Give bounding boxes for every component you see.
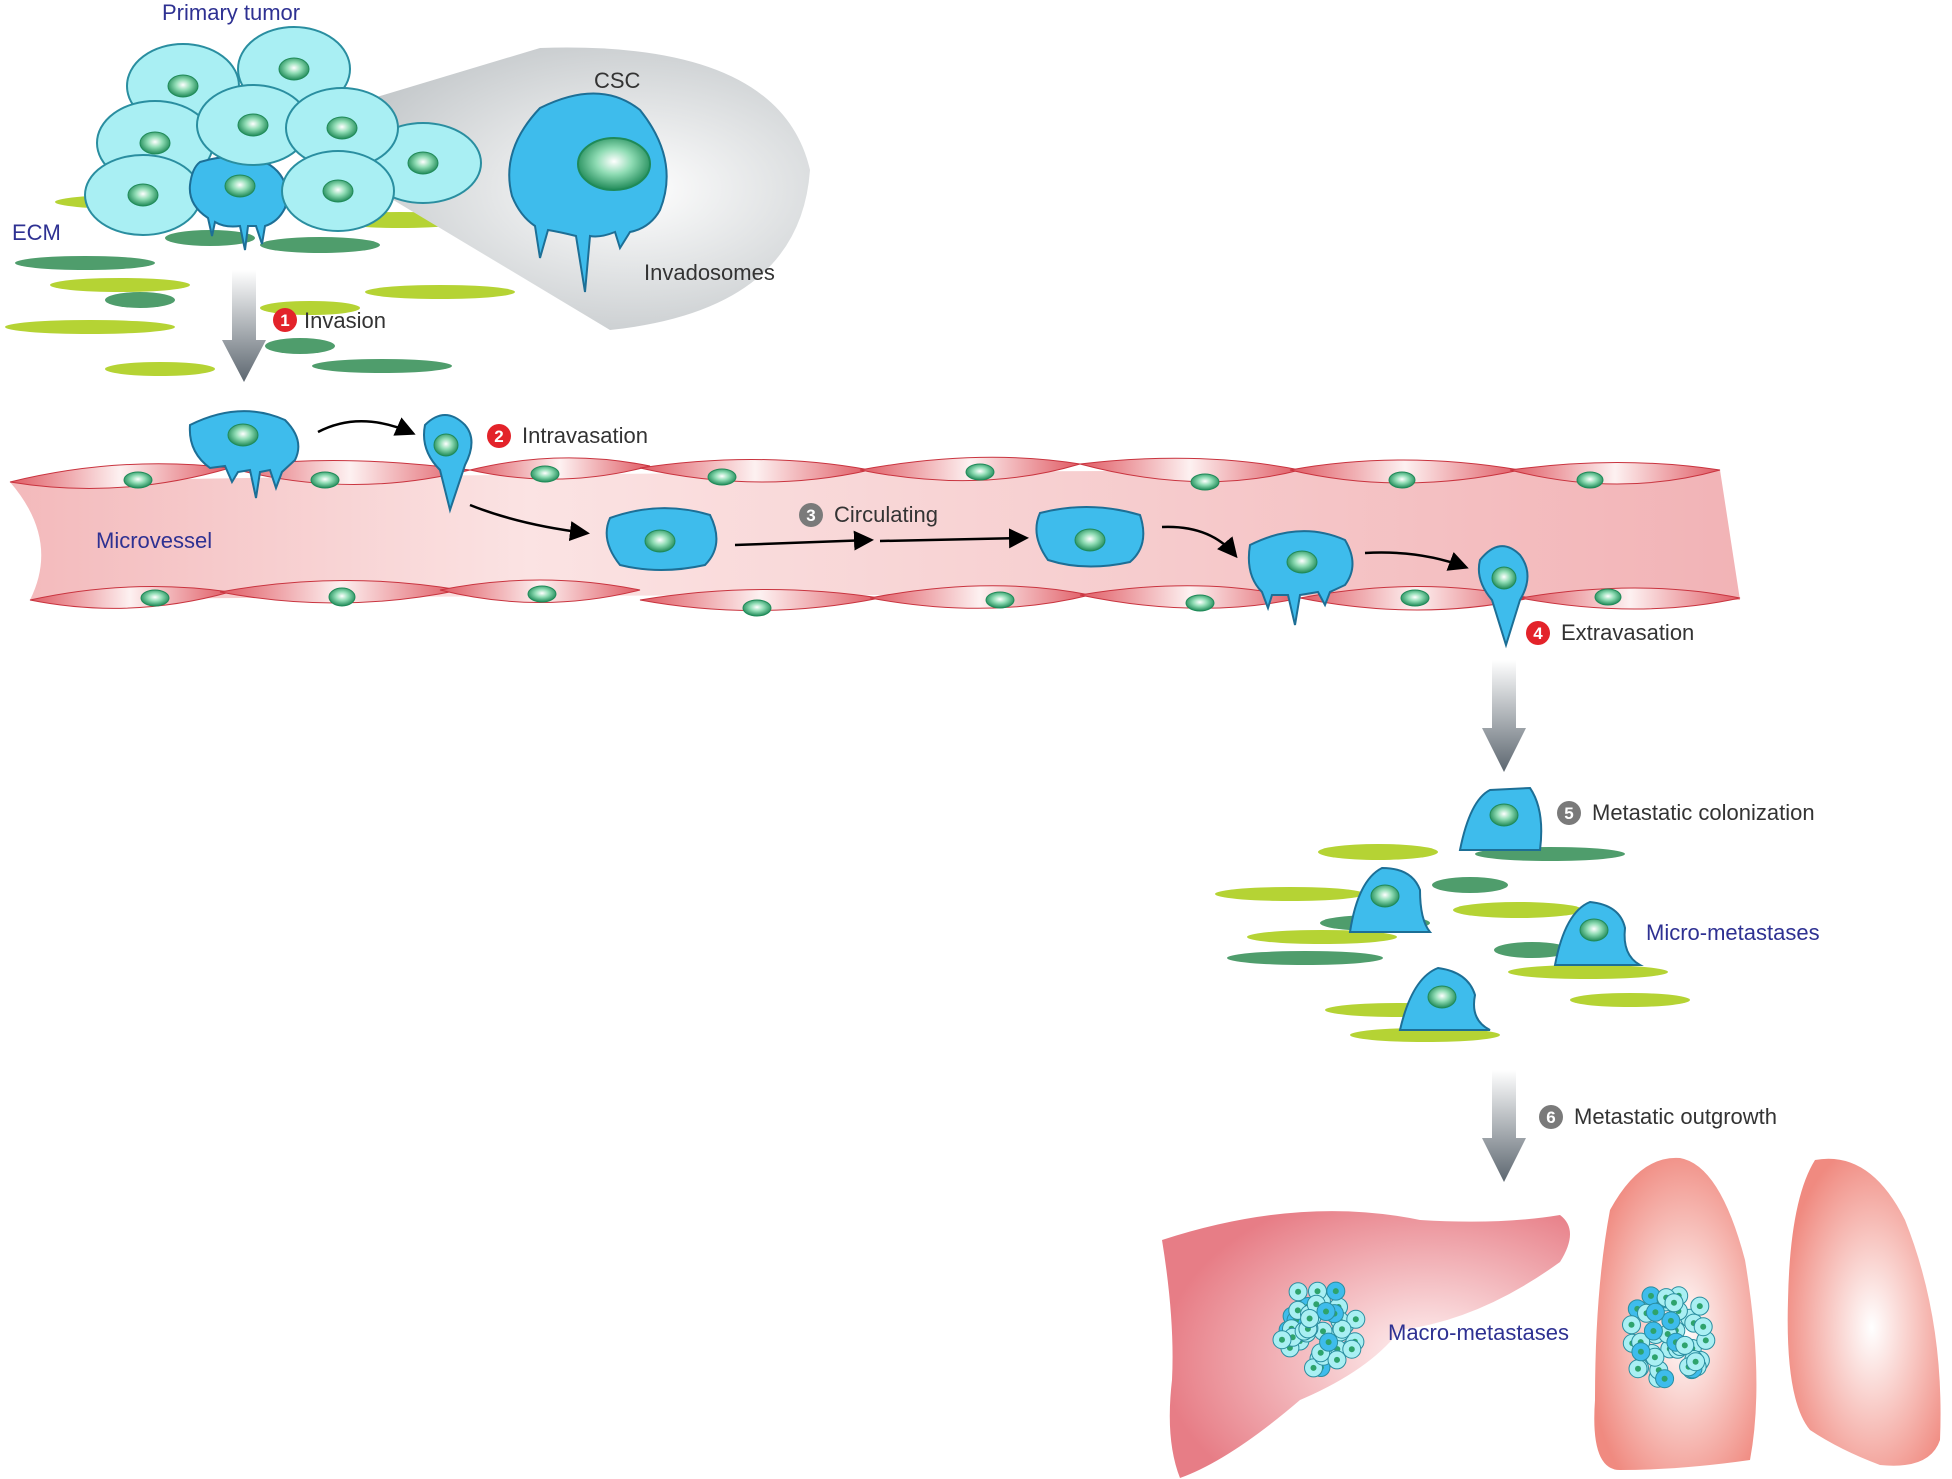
invadosomes-label: Invadosomes [644, 260, 775, 285]
micro-metastasis-cell [1553, 900, 1644, 966]
metastasis-nucleus [1334, 1356, 1340, 1363]
metastasis-nucleus [1348, 1346, 1355, 1353]
endothelial-cells-top [9, 456, 1721, 489]
circulating-cell [1035, 505, 1145, 568]
step-2: 2 Intravasation [487, 423, 648, 448]
step-1-number: 1 [280, 311, 289, 330]
metastasis-nucleus [1279, 1336, 1285, 1343]
step-6-number: 6 [1546, 1108, 1555, 1127]
metastasis-nucleus [1317, 1349, 1324, 1356]
step-4: 4 Extravasation [1526, 620, 1694, 645]
step-2-number: 2 [494, 427, 503, 446]
metastasis-nucleus [1700, 1323, 1707, 1330]
endothelial-nuclei [123, 463, 1622, 617]
metastasis-nucleus [1650, 1328, 1657, 1334]
step-3: 3 Circulating [799, 502, 938, 527]
flow-arrows [317, 417, 1469, 571]
step-6-badge [1539, 1105, 1563, 1129]
metastasis-nucleus [1651, 1354, 1658, 1361]
micro-metastases-label: Micro-metastases [1646, 920, 1820, 945]
step-5-label: Metastatic colonization [1592, 800, 1815, 825]
step-1-label: Invasion [304, 308, 386, 333]
metastasis-nucleus [1295, 1288, 1302, 1295]
step-6-label: Metastatic outgrowth [1574, 1104, 1777, 1129]
step-3-number: 3 [806, 506, 815, 525]
circulating-cell [605, 507, 718, 571]
macro-metastasis-liver [1272, 1281, 1366, 1378]
metastasis-nucleus [1306, 1315, 1313, 1322]
liver [1162, 1211, 1570, 1478]
step-2-label: Intravasation [522, 423, 648, 448]
metastasis-nucleus [1648, 1292, 1654, 1299]
step-3-label: Circulating [834, 502, 938, 527]
step-4-number: 4 [1533, 624, 1543, 643]
step-3-badge [799, 503, 823, 527]
metastasis-nucleus [1314, 1288, 1321, 1295]
macro-metastasis-lung [1622, 1286, 1716, 1389]
metastasis-nucleus [1667, 1317, 1674, 1324]
metastasis-nucleus [1628, 1321, 1635, 1328]
step-4-label: Extravasation [1561, 620, 1694, 645]
csc-label: CSC [594, 68, 641, 93]
tumor-cell [84, 154, 202, 236]
step-5-badge [1557, 801, 1581, 825]
invasion-arrow [222, 270, 266, 382]
metastasis-nucleus [1637, 1348, 1644, 1355]
csc-in-tumor [188, 155, 288, 251]
metastasis-nucleus [1332, 1288, 1339, 1295]
primary-tumor-cluster [84, 26, 482, 251]
primary-tumor-label: Primary tumor [162, 0, 300, 25]
lung-right [1787, 1158, 1941, 1466]
metastasis-nucleus [1339, 1326, 1345, 1333]
step-6: 6 Metastatic outgrowth [1539, 1104, 1777, 1129]
ecm-label: ECM [12, 220, 61, 245]
step-2-badge [487, 424, 511, 448]
extravasating-cell [1477, 545, 1529, 649]
metastasis-nucleus [1692, 1358, 1699, 1365]
metastasis-nucleus [1325, 1339, 1332, 1346]
csc-enlarged-cell [508, 92, 668, 293]
metastasis-nucleus [1661, 1375, 1668, 1382]
extravasation-arrow [1482, 660, 1526, 772]
arresting-cell [1247, 530, 1354, 626]
metastasis-nucleus [1671, 1299, 1677, 1306]
metastasis-nucleus [1635, 1365, 1641, 1372]
metastasis-nucleus [1696, 1303, 1703, 1310]
microvessel [9, 456, 1741, 617]
metastasis-nucleus [1320, 1328, 1326, 1335]
micro-metastasis-cell [1398, 966, 1491, 1031]
metastasis-nucleus [1681, 1342, 1688, 1349]
colonizing-cell [1458, 786, 1543, 851]
macro-metastases-label: Macro-metastases [1388, 1320, 1569, 1345]
intravasating-cell [423, 414, 473, 514]
metastasis-nucleus [1294, 1307, 1301, 1314]
micro-metastasis-cell [1348, 866, 1433, 933]
metastasis-nucleus [1323, 1308, 1329, 1315]
step-5: 5 Metastatic colonization [1557, 800, 1815, 825]
tumor-cell [281, 150, 395, 232]
step-4-badge [1526, 621, 1550, 645]
invading-csc [188, 410, 300, 499]
metastasis-nucleus [1310, 1364, 1317, 1371]
metastasis-nucleus [1352, 1316, 1359, 1323]
microvessel-label: Microvessel [96, 528, 212, 553]
step-5-number: 5 [1564, 804, 1573, 823]
metastasis-nucleus [1313, 1301, 1320, 1308]
metastasis-nucleus [1652, 1309, 1659, 1316]
step-1: 1 Invasion [273, 308, 386, 333]
metastasis-nucleus [1702, 1337, 1709, 1344]
outgrowth-arrow [1482, 1070, 1526, 1182]
step-1-badge [273, 308, 297, 332]
